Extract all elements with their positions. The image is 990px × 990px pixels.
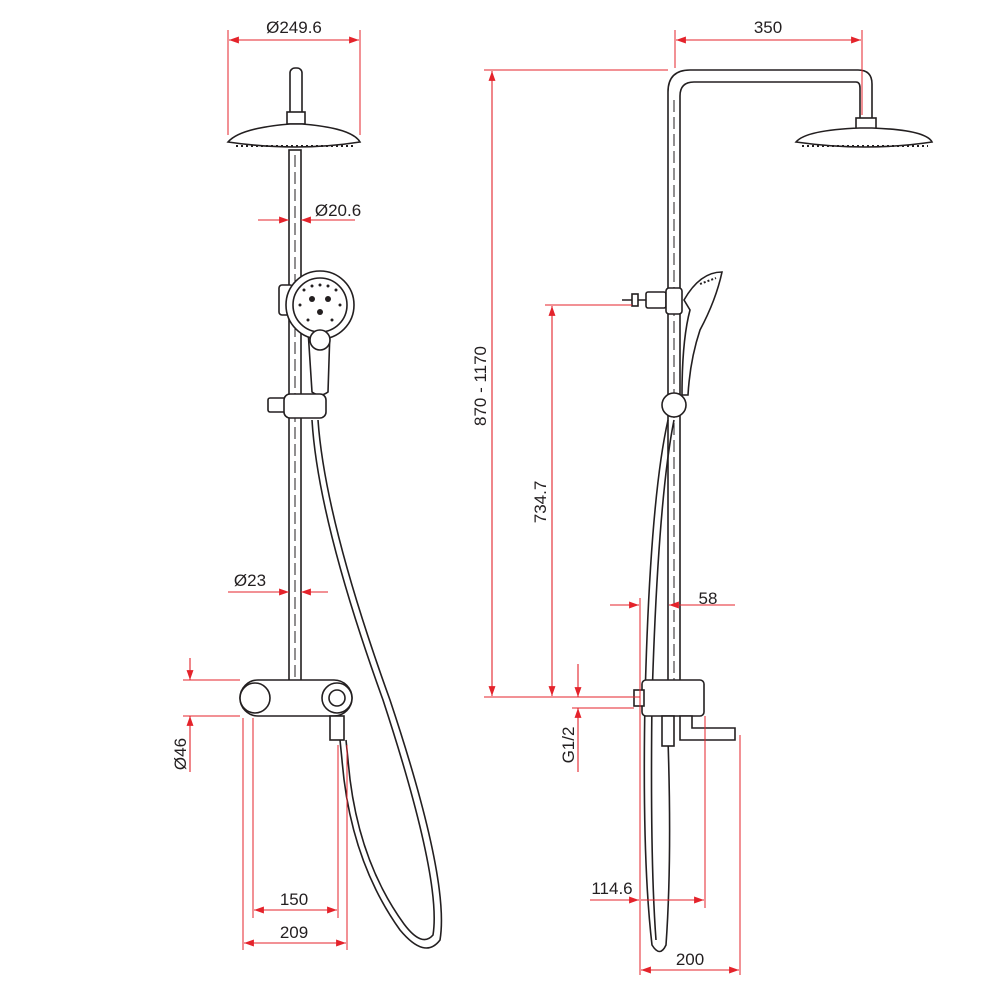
mixer-side [633,679,736,747]
dim-arm-reach: 350 [674,18,863,115]
label-head-diameter: Ø249.6 [266,18,322,37]
dim-riser-diameter: Ø23 [228,571,328,596]
overhead-shower-head [226,67,362,148]
label-arm-reach: 350 [754,18,782,37]
slider-bracket [267,393,327,419]
dim-inner-width: 150 [242,718,348,950]
overhead-shower-head-side [794,117,934,148]
label-arm-diameter: Ø20.6 [315,201,361,220]
slider-side [661,392,687,418]
hand-shower-side [622,271,723,396]
label-outer-width: 209 [280,923,308,942]
thermostatic-mixer [239,679,353,741]
dim-mixer-diameter: Ø46 [171,658,240,772]
label-inner-width: 150 [280,890,308,909]
dim-outer-width: 209 [244,923,346,947]
dim-arm-diameter: Ø20.6 [258,201,361,224]
label-spout-depth: 200 [676,950,704,969]
label-spout-projection: 114.6 [591,879,632,898]
label-riser-diameter: Ø23 [234,571,266,590]
dim-riser-offset: 58 [610,589,735,975]
shower-hose [317,419,443,949]
front-view: Ø249.6 Ø20.6 Ø23 Ø46 150 209 [171,18,443,950]
dim-head-diameter: Ø249.6 [227,18,361,135]
hand-shower [278,270,355,396]
label-mixer-diameter: Ø46 [171,738,190,770]
dim-spout-projection: 114.6 [590,716,706,908]
riser-and-arm [667,69,873,690]
dim-bracket-height: 734.7 [531,304,632,696]
dim-height-range: 870 - 1170 [471,69,668,698]
label-height-range: 870 - 1170 [471,346,490,426]
side-view: 350 870 - 1170 734.7 58 G1/2 [471,18,934,975]
label-bracket-height: 734.7 [531,481,550,524]
label-inlet-thread: G1/2 [559,727,578,764]
label-riser-offset: 58 [699,589,718,608]
dim-spout-depth: 200 [641,735,741,975]
dim-inlet-thread: G1/2 [559,664,634,772]
shower-hose-side [643,419,671,953]
